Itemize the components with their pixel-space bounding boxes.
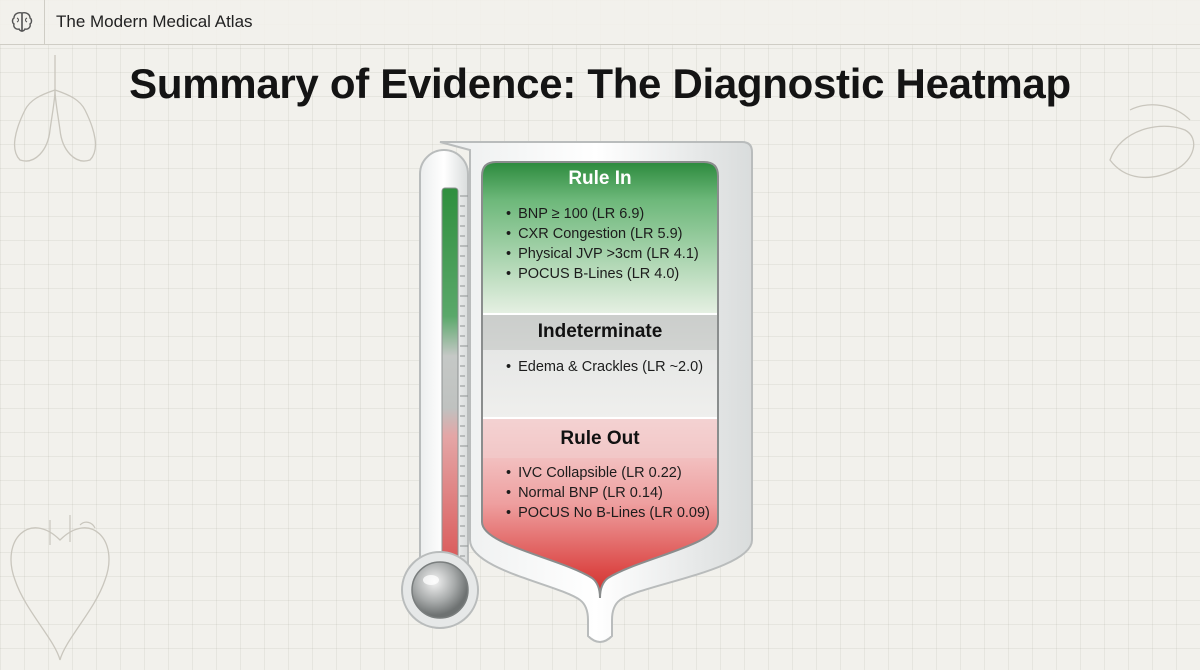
list-item: BNP ≥ 100 (LR 6.9) [506,204,699,224]
list-item: POCUS No B-Lines (LR 0.09) [506,503,710,523]
top-bar: The Modern Medical Atlas [0,0,1200,45]
heart-sketch [10,515,110,661]
list-item: Edema & Crackles (LR ~2.0) [506,357,703,377]
zone-title-rule-out: Rule Out [560,428,640,449]
list-item: Physical JVP >3cm (LR 4.1) [506,244,699,264]
lungs-sketch [13,55,97,162]
indeterminate-list: Edema & Crackles (LR ~2.0) [506,357,703,377]
zone-title-indeterminate: Indeterminate [537,321,663,342]
organ-sketch [1109,104,1195,179]
page-title: Summary of Evidence: The Diagnostic Heat… [129,60,1071,107]
list-item: POCUS B-Lines (LR 4.0) [506,264,699,284]
list-item: IVC Collapsible (LR 0.22) [506,463,710,483]
list-item: Normal BNP (LR 0.14) [506,483,710,503]
zone-title-rule-in: Rule In [568,168,632,189]
app-title: The Modern Medical Atlas [56,12,253,31]
rule-out-list: IVC Collapsible (LR 0.22) Normal BNP (LR… [506,463,710,523]
rule-in-list: BNP ≥ 100 (LR 6.9) CXR Congestion (LR 5.… [506,204,699,284]
brain-icon[interactable] [0,0,45,44]
list-item: CXR Congestion (LR 5.9) [506,224,699,244]
